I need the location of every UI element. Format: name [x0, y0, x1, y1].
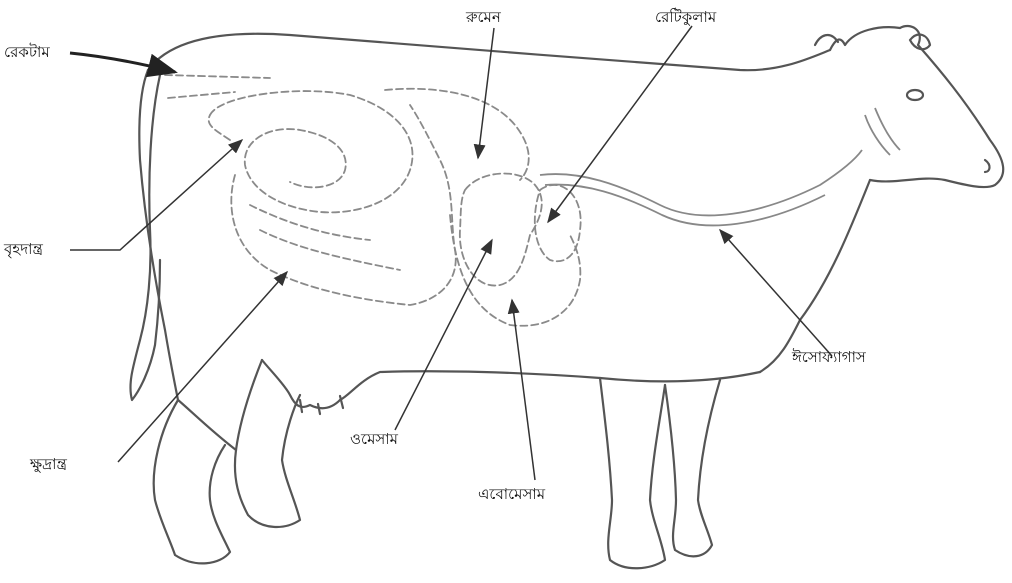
label-small-intestine: ক্ষুদ্রান্ত্র: [30, 455, 67, 473]
label-reticulum: রেটিকুলাম: [655, 8, 716, 26]
label-rumen: রুমেন: [466, 8, 501, 26]
digestive-organs: [165, 75, 862, 326]
label-rectum: রেকটাম: [4, 43, 50, 61]
reticulum-arrow: [548, 26, 692, 222]
leader-lines: [70, 26, 832, 480]
label-esophagus: ঈসোফ্যাগাস: [792, 348, 866, 366]
esophagus-arrow: [720, 230, 832, 356]
abomasum-arrow: [512, 300, 535, 480]
rectum-arrow: [70, 53, 175, 72]
label-abomasum: এবোমেসাম: [478, 485, 545, 503]
rumen-arrow: [478, 28, 494, 158]
small-intestine-arrow: [118, 272, 287, 462]
label-omasum: ওমেসাম: [350, 430, 398, 448]
omasum-arrow: [395, 240, 492, 430]
large-intestine-arrow: [70, 140, 242, 250]
label-large-intestine: বৃহদান্ত্র: [4, 240, 43, 258]
cow-outline: [130, 26, 1003, 568]
